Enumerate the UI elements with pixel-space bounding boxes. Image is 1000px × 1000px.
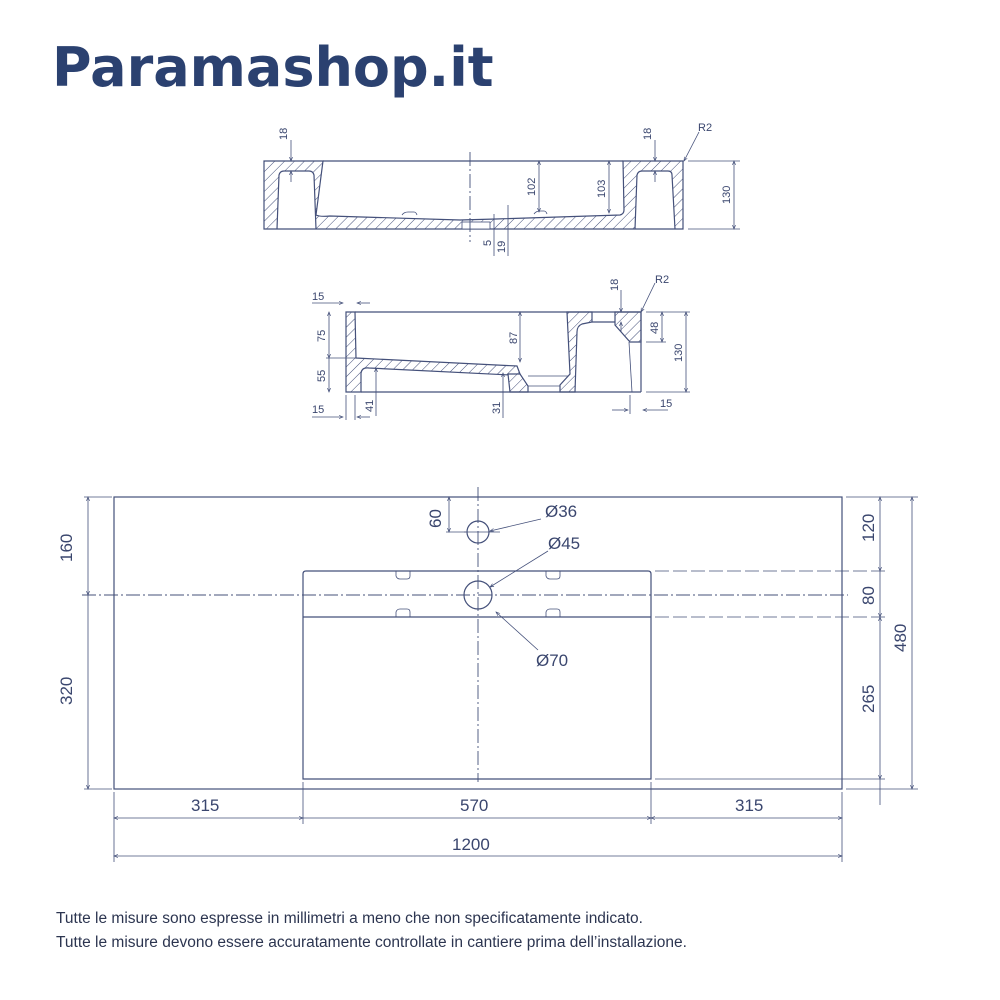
dim-right-a: 120 (859, 514, 878, 542)
side-section-wall (345, 311, 521, 393)
note-verify: Tutte le misure devono essere accuratame… (56, 934, 687, 951)
dim-total-width: 1200 (452, 835, 490, 854)
dim-side-rim: 48 (649, 322, 661, 334)
dim-side-drain: 31 (491, 402, 503, 414)
label-tap-hole: Ø36 (545, 502, 577, 521)
dim-width-left: 315 (191, 796, 219, 815)
brand-logo: Paramashop.it (52, 36, 494, 99)
front-section: 18 18 R2 102 103 130 5 19 (263, 122, 740, 256)
dim-right-b: 80 (859, 586, 878, 605)
dim-front-depth-b: 103 (596, 180, 608, 198)
dim-front-radius: R2 (698, 122, 712, 134)
dim-side-right-wall: 15 (660, 398, 672, 410)
side-section-drain-left (507, 373, 529, 393)
plan-view: Ø36 Ø45 Ø70 60 160 320 120 80 265 480 (57, 487, 918, 862)
dim-side-top-thickness: 18 (609, 279, 621, 291)
dim-right-c: 265 (859, 685, 878, 713)
dim-front-height: 130 (721, 186, 733, 204)
side-section-drain-right (559, 311, 593, 393)
dim-front-drain-a: 5 (482, 240, 494, 246)
front-section-body (263, 160, 684, 230)
drain-hole (463, 580, 493, 610)
dim-width-right: 315 (735, 796, 763, 815)
dim-side-lower: 55 (316, 370, 328, 382)
dim-left-bottom: 320 (57, 677, 76, 705)
dim-side-height: 130 (673, 344, 685, 362)
dim-tap-offset: 60 (426, 509, 445, 528)
dim-front-wall-left: 18 (278, 128, 290, 140)
label-drain-outer: Ø70 (536, 651, 568, 670)
dim-side-wall-bottom: 15 (312, 404, 324, 416)
dim-front-wall-right: 18 (642, 128, 654, 140)
dim-side-radius: R2 (655, 274, 669, 286)
dim-side-depth: 87 (508, 332, 520, 344)
dim-left-top: 160 (57, 534, 76, 562)
label-drain-hole: Ø45 (548, 534, 580, 553)
dim-front-depth-a: 102 (526, 178, 538, 196)
dim-total-depth: 480 (891, 624, 910, 652)
note-units: Tutte le misure sono espresse in millime… (56, 910, 643, 927)
dim-side-wall-top: 15 (312, 291, 324, 303)
basin-outline (302, 570, 652, 780)
side-section-rim (614, 311, 642, 343)
dim-side-upper: 75 (316, 330, 328, 342)
dim-front-drain-b: 19 (496, 241, 508, 253)
dim-side-foot: 41 (364, 400, 376, 412)
side-section: 15 75 55 15 41 87 31 18 R2 48 130 15 (312, 274, 690, 420)
dim-width-mid: 570 (460, 796, 488, 815)
